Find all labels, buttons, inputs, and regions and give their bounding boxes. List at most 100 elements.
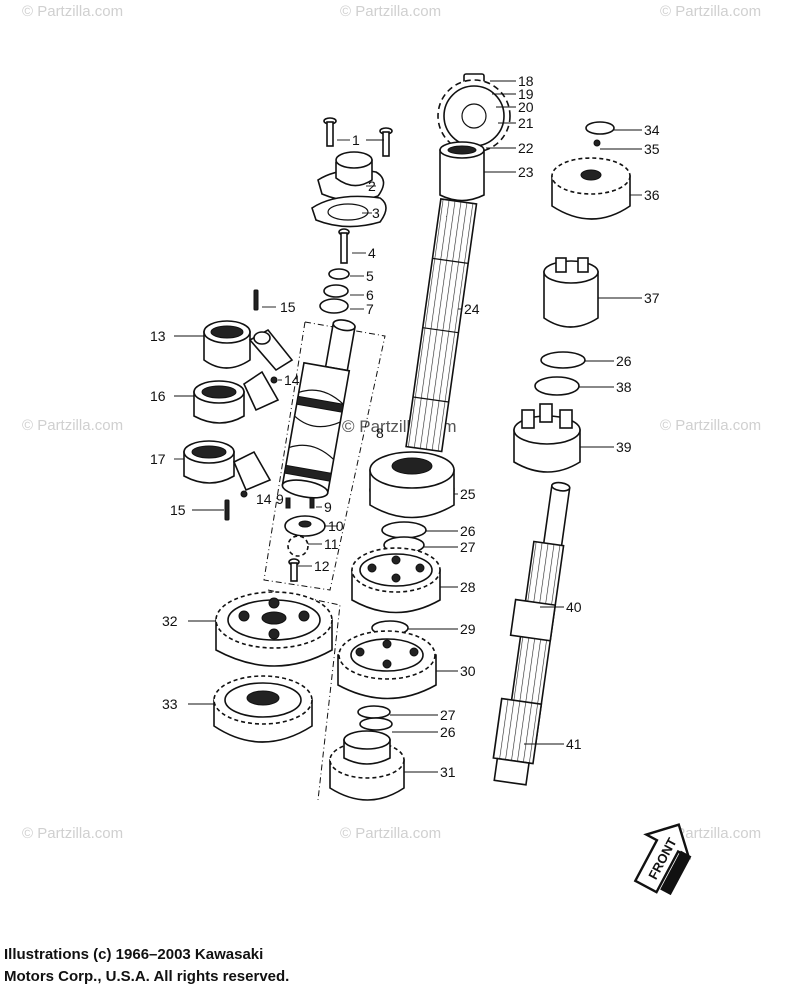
callout-35: 35 xyxy=(644,141,660,157)
watermarks: © Partzilla.com © Partzilla.com © Partzi… xyxy=(22,3,761,842)
bolt-4 xyxy=(338,228,350,264)
callout-7: 7 xyxy=(366,301,374,317)
shift-drum xyxy=(281,319,356,499)
callout-3: 3 xyxy=(372,205,380,221)
gear-37 xyxy=(543,257,599,328)
leader-lines xyxy=(174,80,642,773)
gear-32 xyxy=(215,591,333,667)
assembly-bracket xyxy=(263,321,386,591)
callout-19: 19 xyxy=(518,86,534,102)
callout-14: 14 xyxy=(256,491,272,507)
output-shaft-assembly xyxy=(329,73,511,801)
callout-25: 25 xyxy=(460,486,476,502)
watermark-text: © Partzilla.com xyxy=(22,417,123,434)
circlip-27 xyxy=(357,705,393,731)
shift-fork-17 xyxy=(183,440,272,492)
callout-1: 1 xyxy=(352,132,360,148)
countershaft-assembly xyxy=(492,121,631,786)
shift-drum-assembly xyxy=(183,117,393,801)
bolt-1 xyxy=(323,117,393,157)
gear-28 xyxy=(351,547,441,614)
gasket-3 xyxy=(311,195,387,228)
cap-34 xyxy=(585,121,615,135)
washer-6 xyxy=(323,284,349,298)
callout-20: 20 xyxy=(518,99,534,115)
drive-shaft xyxy=(405,198,478,453)
sprocket xyxy=(437,79,511,153)
callout-14: 14 xyxy=(284,372,300,388)
pin-14 xyxy=(270,376,278,384)
watermark-text: © Partzilla.com xyxy=(340,3,441,20)
callout-11: 11 xyxy=(324,536,339,552)
callout-39: 39 xyxy=(616,439,632,455)
watermark-text: © Partzilla.com xyxy=(660,417,761,434)
callout-27: 27 xyxy=(460,539,476,555)
callout-12: 12 xyxy=(314,558,330,574)
pin-9 xyxy=(309,497,315,509)
washer-38 xyxy=(534,376,580,396)
callout-26: 26 xyxy=(440,724,456,740)
watermark-text: © Partzilla.com xyxy=(340,825,441,842)
copyright-line-2: Motors Corp., U.S.A. All rights reserved… xyxy=(4,968,290,985)
callout-26: 26 xyxy=(460,523,476,539)
countershaft xyxy=(492,481,571,786)
callout-8: 8 xyxy=(376,425,384,441)
gear-33 xyxy=(213,675,313,743)
gear-25 xyxy=(369,451,455,519)
pin-14 xyxy=(240,490,248,498)
callout-6: 6 xyxy=(366,287,374,303)
callout-16: 16 xyxy=(150,388,166,404)
shift-fork-13 xyxy=(203,320,294,372)
callout-41: 41 xyxy=(566,736,582,752)
callout-2: 2 xyxy=(368,178,376,194)
screw-12 xyxy=(288,558,300,582)
callout-5: 5 xyxy=(366,268,374,284)
callout-40: 40 xyxy=(566,599,582,615)
callout-28: 28 xyxy=(460,579,476,595)
gear-36 xyxy=(551,157,631,220)
assembly-bracket xyxy=(267,589,341,801)
ball-35 xyxy=(593,139,601,147)
callout-23: 23 xyxy=(518,164,534,180)
callout-36: 36 xyxy=(644,187,660,203)
callout-17: 17 xyxy=(150,451,166,467)
front-arrow: FRONT xyxy=(633,823,692,896)
callout-9: 9 xyxy=(276,491,284,507)
callout-13: 13 xyxy=(150,328,166,344)
washer-7 xyxy=(319,298,349,314)
collar xyxy=(439,141,485,202)
callout-24: 24 xyxy=(464,301,480,317)
callout-27: 27 xyxy=(440,707,456,723)
callout-15: 15 xyxy=(280,299,296,315)
watermark-text: © Partzilla.com xyxy=(22,825,123,842)
callout-34: 34 xyxy=(644,122,660,138)
pin-15 xyxy=(224,499,230,521)
plate-10 xyxy=(284,515,326,537)
callout-9: 9 xyxy=(324,499,332,515)
gear-39 xyxy=(513,403,581,473)
callout-32: 32 xyxy=(162,613,178,629)
callout-38: 38 xyxy=(616,379,632,395)
pin-15 xyxy=(253,289,259,311)
callout-15: 15 xyxy=(170,502,186,518)
callout-30: 30 xyxy=(460,663,476,679)
circlip-26-right xyxy=(540,351,586,369)
star-11 xyxy=(287,535,309,557)
callout-33: 33 xyxy=(162,696,178,712)
pin-9 xyxy=(285,497,291,509)
callout-22: 22 xyxy=(518,140,534,156)
callout-31: 31 xyxy=(440,764,456,780)
watermark-text: © Partzilla.com xyxy=(660,825,761,842)
washer-5 xyxy=(328,268,350,280)
callout-4: 4 xyxy=(368,245,376,261)
gear-31 xyxy=(329,730,405,801)
callout-10: 10 xyxy=(328,518,344,534)
callout-29: 29 xyxy=(460,621,476,637)
callout-18: 18 xyxy=(518,73,534,89)
callout-21: 21 xyxy=(518,115,534,131)
callout-37: 37 xyxy=(644,290,660,306)
callouts: 1 2 3 4 5 6 7 8 9 9 10 11 12 13 14 14 15… xyxy=(150,73,660,780)
cover-2 xyxy=(317,151,385,202)
copyright-line-1: Illustrations (c) 1966–2003 Kawasaki xyxy=(4,946,264,963)
